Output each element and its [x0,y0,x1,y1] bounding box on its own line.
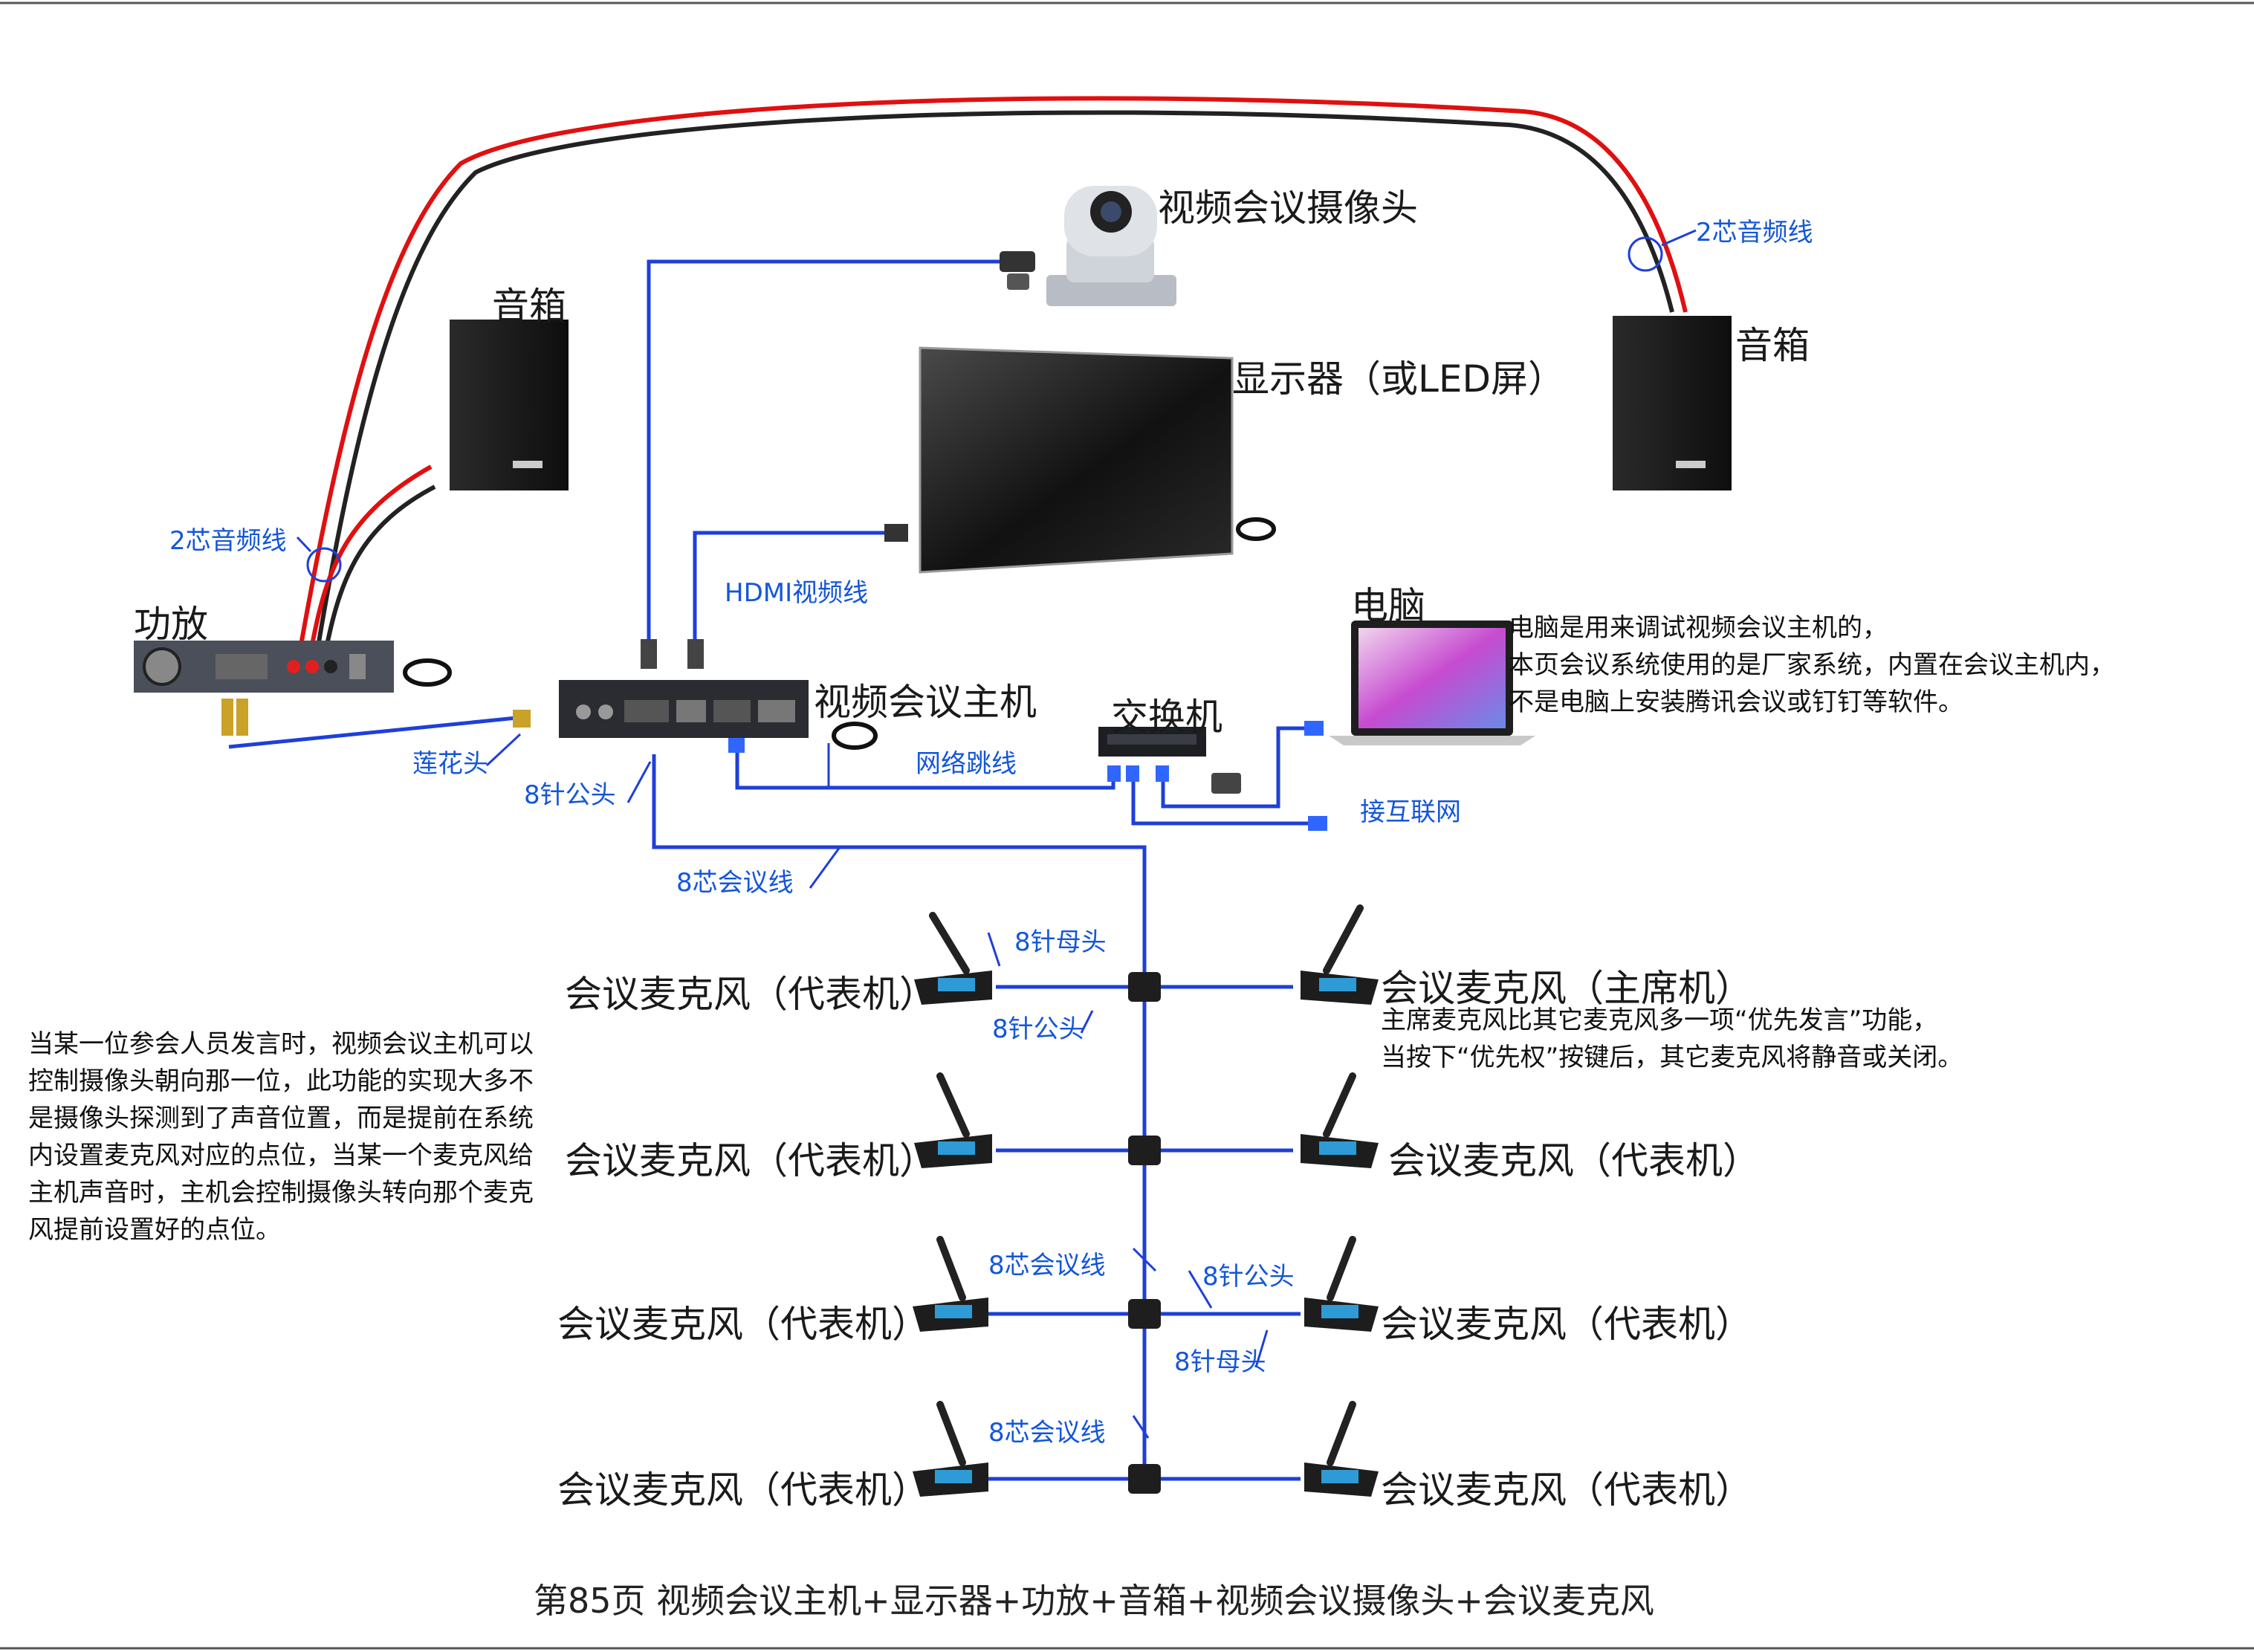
page-footer: 第85页 视频会议主机+显示器+功放+音箱+视频会议摄像头+会议麦克风 [534,1581,1654,1621]
label-8pin-male-3: 8针公头 [1202,1262,1295,1292]
label-display: 显示器（或LED屏） [1232,357,1565,401]
label-mic-r1-left: 会议麦克风（代表机） [565,973,936,1016]
label-8pin-male-host: 8针公头 [524,780,616,810]
label-speaker-right: 音箱 [1735,324,1810,367]
label-8pin-female-3: 8针母头 [1174,1347,1266,1377]
mic-row-2-right [1301,1072,1379,1168]
label-conf-cable-3: 8芯会议线 [988,1251,1106,1280]
label-mic-r4-left: 会议麦克风（代表机） [557,1468,929,1512]
label-8pin-male-1: 8针公头 [992,1014,1084,1044]
amplifier-unit [134,641,394,693]
label-mic-r2-left: 会议麦克风（代表机） [565,1139,936,1182]
label-internet: 接互联网 [1360,797,1461,827]
ptz-camera [1046,186,1176,306]
label-mic-r1-right: 会议麦克风（主席机） [1381,967,1752,1010]
display-screen [919,346,1234,574]
label-lan-patch: 网络跳线 [916,749,1017,779]
speaker-left [450,320,569,490]
mic-row-3-left [913,1236,988,1332]
note-chairman: 主席麦克风比其它麦克风多一项“优先发言”功能， 当按下“优先权”按键后，其它麦克… [1381,1005,1963,1072]
label-conf-cable-main: 8芯会议线 [676,868,794,898]
label-leaders [485,733,1269,1439]
label-mic-r3-left: 会议麦克风（代表机） [557,1303,929,1346]
network-switch [1098,727,1206,757]
laptop [1329,621,1535,745]
label-mic-r4-right: 会议麦克风（代表机） [1381,1468,1752,1512]
audio-cable-marker-left [306,547,342,583]
label-mic-r2-right: 会议麦克风（代表机） [1388,1139,1760,1182]
label-amplifier: 功放 [134,603,208,646]
audio-cable-short [310,464,436,646]
label-computer: 电脑 [1351,584,1425,627]
audio-cable-long [299,96,1688,647]
label-conf-cable-4: 8芯会议线 [988,1418,1106,1448]
mic-hub-connectors [1128,972,1161,1494]
label-rca-plug: 莲花头 [412,749,488,779]
label-hdmi-cable: HDMI视频线 [725,578,869,608]
mic-row-4-left [913,1401,988,1497]
label-mic-r3-right: 会议麦克风（代表机） [1381,1303,1752,1346]
label-audio-cable-left: 2芯音频线 [169,526,287,556]
label-8pin-female-1: 8针母头 [1014,927,1107,957]
mic-row-1-left [914,912,992,1005]
connector-icons [221,251,1327,831]
mic-row-4-right [1304,1401,1379,1497]
audio-cable-marker-right [1628,236,1663,272]
mic-row-3-right [1304,1236,1379,1332]
conference-host-unit [559,680,809,738]
note-camera-tracking: 当某一位参会人员发言时，视频会议主机可以控制摄像头朝向那一位，此功能的实现大多不… [28,1029,534,1245]
label-host: 视频会议主机 [814,681,1037,724]
label-switch: 交换机 [1111,696,1222,739]
mic-row-2-left [914,1072,992,1168]
label-speaker-left: 音箱 [492,285,566,328]
speaker-right [1613,316,1732,490]
power-cable-icons [403,517,1276,750]
label-camera: 视频会议摄像头 [1158,187,1418,230]
mic-row-1-right [1301,904,1379,1005]
label-audio-cable-right: 2芯音频线 [1696,218,1813,247]
note-computer: 电脑是用来调试视频会议主机的， 本页会议系统使用的是厂家系统，内置在会议主机内，… [1509,613,2115,717]
